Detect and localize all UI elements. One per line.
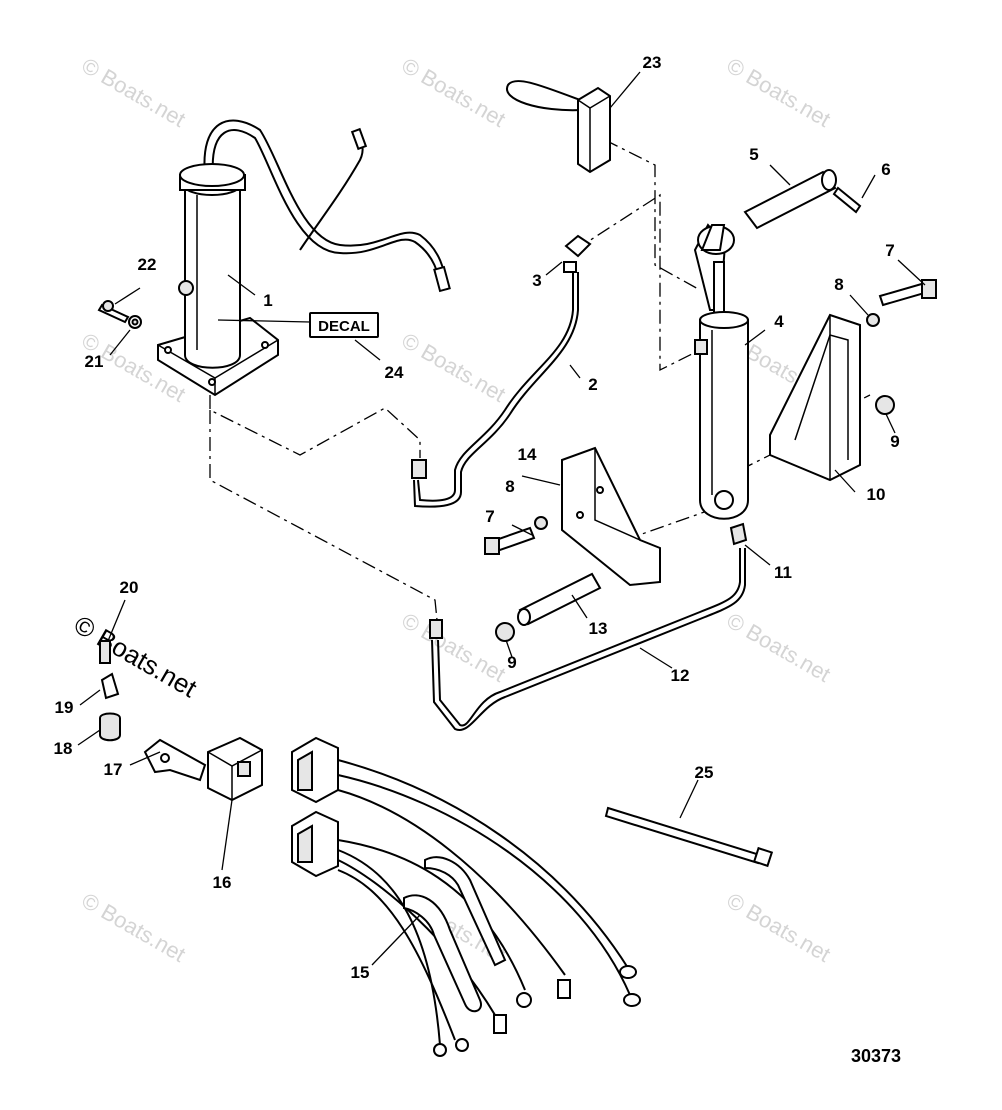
callout-18: 18 (54, 739, 73, 758)
callout-1: 1 (263, 291, 272, 310)
watermark: © Boats.net (398, 53, 510, 132)
callout-19: 19 (55, 698, 74, 717)
pins-and-bolts (484, 169, 937, 555)
callout-8-right: 8 (834, 275, 843, 294)
decal-label-group: DECAL (217, 312, 381, 361)
callout-numbers: 1 2 3 4 5 6 7 8 9 10 11 12 13 14 7 8 9 1… (54, 53, 900, 982)
trim-cylinder (693, 223, 749, 520)
bracket-10 (769, 313, 895, 482)
watermark: © Boats.net (723, 53, 835, 132)
callout-21: 21 (85, 352, 104, 371)
bracket-14 (561, 446, 661, 587)
callout-16: 16 (213, 873, 232, 892)
callout-9-right: 9 (890, 432, 899, 451)
pin-13 (495, 572, 602, 642)
watermark: © Boats.net (398, 608, 510, 687)
callout-9-left: 9 (507, 653, 516, 672)
pump-assembly (157, 119, 451, 397)
callout-24: 24 (385, 363, 404, 382)
cable-tie (604, 806, 774, 868)
small-parts-16-20 (99, 640, 263, 802)
drawing-number: 30373 (851, 1046, 901, 1066)
callout-6: 6 (881, 160, 890, 179)
watermark: © Boats.net (723, 888, 835, 967)
callout-25: 25 (695, 763, 714, 782)
callout-22: 22 (138, 255, 157, 274)
callout-14: 14 (518, 445, 537, 464)
wire-harness (291, 736, 641, 1057)
assembly-lines (209, 139, 871, 621)
watermark: © Boats.net (78, 53, 190, 132)
tube-2-assembly (411, 234, 592, 508)
callout-15: 15 (351, 963, 370, 982)
watermark: © Boats.net (78, 888, 190, 967)
callout-2: 2 (588, 375, 597, 394)
callout-3: 3 (532, 271, 541, 290)
callout-8-left: 8 (505, 477, 514, 496)
clip-23 (506, 79, 611, 174)
tube-12-assembly (429, 522, 748, 732)
callout-17: 17 (104, 760, 123, 779)
decal-box (309, 312, 379, 338)
callout-7-left: 7 (485, 507, 494, 526)
callout-5: 5 (749, 145, 758, 164)
callout-20: 20 (120, 578, 139, 597)
callout-4: 4 (774, 312, 784, 331)
callout-7-right: 7 (885, 241, 894, 260)
watermark: © Boats.net (723, 608, 835, 687)
callout-10: 10 (867, 485, 886, 504)
callout-23: 23 (643, 53, 662, 72)
watermark: © Boats.net (398, 328, 510, 407)
callout-13: 13 (589, 619, 608, 638)
leader-lines (77, 71, 926, 966)
callout-12: 12 (671, 666, 690, 685)
watermark-dark: © Boats.net (69, 609, 203, 703)
decal-text: DECAL (318, 318, 370, 335)
callout-11: 11 (774, 563, 792, 582)
fasteners-21-22 (97, 300, 142, 329)
